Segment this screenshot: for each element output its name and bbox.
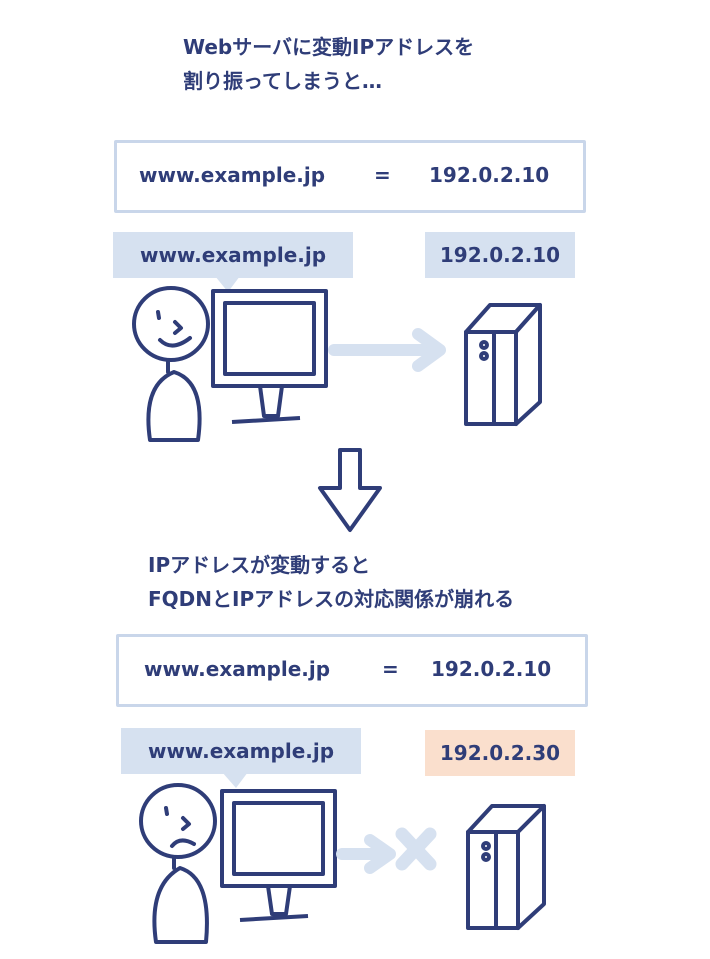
down-arrow-icon — [318, 448, 382, 532]
dns-mapping-box-after: www.example.jp = 192.0.2.10 — [116, 634, 588, 707]
happy-person-icon — [132, 286, 210, 442]
mapping-fqdn: www.example.jp — [144, 657, 331, 681]
mapping-equals: = — [374, 163, 391, 187]
header-title: Webサーバに変動IPアドレスを 割り振ってしまうと… — [183, 30, 474, 98]
server-icon — [466, 804, 546, 930]
header-line-1: Webサーバに変動IPアドレスを — [183, 35, 475, 59]
server-ip-label-before: 192.0.2.10 — [425, 232, 575, 278]
sad-person-icon — [139, 783, 217, 944]
consequence-text: IPアドレスが変動すると FQDNとIPアドレスの対応関係が崩れる — [148, 548, 514, 616]
mapping-equals: = — [382, 657, 399, 681]
mapping-ip: 192.0.2.10 — [429, 163, 550, 187]
bubble-tail — [222, 772, 248, 788]
server-ip-label-after: 192.0.2.30 — [425, 730, 575, 776]
monitor-icon — [220, 789, 337, 922]
header-line-2: 割り振ってしまうと… — [183, 69, 382, 93]
mapping-fqdn: www.example.jp — [139, 163, 326, 187]
speech-bubble-before: www.example.jp — [113, 232, 353, 278]
bubble-tail — [215, 276, 240, 292]
consequence-line-1: IPアドレスが変動すると — [148, 553, 371, 577]
cross-icon — [395, 827, 437, 871]
monitor-icon — [211, 289, 328, 424]
speech-bubble-after: www.example.jp — [121, 728, 361, 774]
server-icon — [464, 303, 542, 426]
arrow-to-server — [328, 328, 446, 372]
mapping-ip: 192.0.2.10 — [431, 657, 552, 681]
arrow-blocked — [336, 834, 396, 874]
dns-mapping-box-before: www.example.jp = 192.0.2.10 — [114, 140, 586, 213]
consequence-line-2: FQDNとIPアドレスの対応関係が崩れる — [148, 587, 515, 611]
